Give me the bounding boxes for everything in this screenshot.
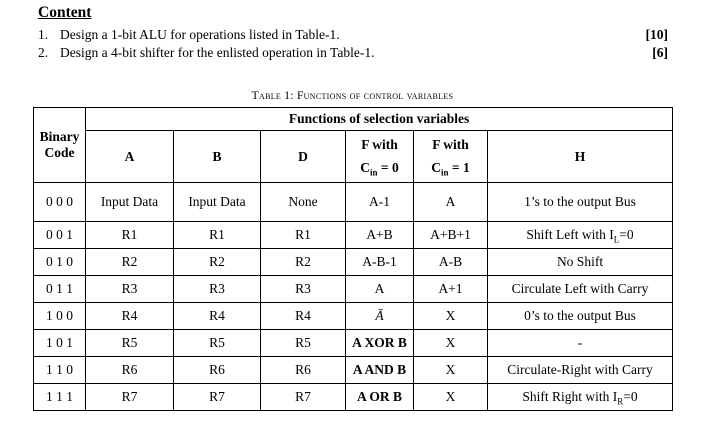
cell-binary-code: 0 1 1 bbox=[33, 275, 86, 303]
item-marks: [6] bbox=[652, 44, 668, 60]
cell-a: R2 bbox=[85, 248, 174, 276]
cell-b: R6 bbox=[173, 356, 261, 384]
corner-header-binary-code: Binary Code bbox=[33, 107, 86, 183]
cell-h: 1’s to the output Bus bbox=[486, 182, 674, 222]
cell-d: R6 bbox=[260, 356, 346, 384]
cell-f-cin1: X bbox=[413, 329, 488, 357]
cell-b: R2 bbox=[173, 248, 261, 276]
table-row: 1 1 0 R6 R6 R6 A AND B X Circulate-Right… bbox=[33, 356, 674, 384]
cell-d: R2 bbox=[260, 248, 346, 276]
cell-h: Circulate Left with Carry bbox=[486, 275, 674, 303]
cell-d: R5 bbox=[260, 329, 346, 357]
cell-f-cin0: A-B-1 bbox=[345, 248, 414, 276]
table-row: 1 0 0 R4 R4 R4 Ā X 0’s to the output Bus bbox=[33, 302, 674, 330]
cell-b: R4 bbox=[173, 302, 261, 330]
cell-b: R5 bbox=[173, 329, 261, 357]
cell-a: R4 bbox=[85, 302, 174, 330]
cell-f-cin1: X bbox=[413, 356, 488, 384]
cell-binary-code: 1 0 0 bbox=[33, 302, 86, 330]
cell-a: R5 bbox=[85, 329, 174, 357]
subscript-in: in bbox=[441, 167, 449, 178]
cell-f-cin1: X bbox=[413, 302, 488, 330]
list-item: 2. Design a 4-bit shifter for the enlist… bbox=[38, 44, 668, 62]
column-header-b: B bbox=[173, 130, 261, 183]
cell-h: Circulate-Right with Carry bbox=[486, 356, 674, 384]
subscript-r: R bbox=[617, 396, 624, 407]
cell-h: Shift Right with IR=0 bbox=[486, 383, 674, 411]
cell-h: - bbox=[486, 329, 674, 357]
table-row: 1 1 1 R7 R7 R7 A OR B X Shift Right with… bbox=[33, 383, 674, 411]
cell-binary-code: 0 0 0 bbox=[33, 182, 86, 222]
table-row: 0 1 1 R3 R3 R3 A A+1 Circulate Left with… bbox=[33, 275, 674, 303]
item-number: 1. bbox=[38, 27, 49, 42]
item-text: Design a 4-bit shifter for the enlisted … bbox=[60, 44, 375, 60]
cell-a: Input Data bbox=[85, 182, 174, 222]
column-header-f-cin1: F with Cin = 1 bbox=[413, 130, 488, 183]
list-item: 1. Design a 1-bit ALU for operations lis… bbox=[38, 26, 668, 44]
cell-b: R3 bbox=[173, 275, 261, 303]
cell-binary-code: 0 0 1 bbox=[33, 221, 86, 249]
cell-d: R1 bbox=[260, 221, 346, 249]
cell-f-cin0: A XOR B bbox=[345, 329, 414, 357]
cell-f-cin1: A-B bbox=[413, 248, 488, 276]
cell-f-cin1: A+1 bbox=[413, 275, 488, 303]
column-header-a: A bbox=[85, 130, 174, 183]
cell-binary-code: 1 1 1 bbox=[33, 383, 86, 411]
column-header-d: D bbox=[260, 130, 346, 183]
table-row: 0 0 0 Input Data Input Data None A-1 A 1… bbox=[33, 182, 674, 222]
content-heading: Content bbox=[38, 4, 92, 21]
f-with-label: F with bbox=[432, 137, 469, 152]
item-marks: [10] bbox=[645, 27, 669, 42]
cell-f-cin1: A bbox=[413, 182, 488, 222]
cell-h: 0’s to the output Bus bbox=[486, 302, 674, 330]
cell-b: R7 bbox=[173, 383, 261, 411]
cell-binary-code: 1 1 0 bbox=[33, 356, 86, 384]
table-caption: Table 1: Functions of control variables bbox=[251, 90, 454, 102]
cell-d: R3 bbox=[260, 275, 346, 303]
table-row: 0 0 1 R1 R1 R1 A+B A+B+1 Shift Left with… bbox=[33, 221, 674, 249]
cell-binary-code: 0 1 0 bbox=[33, 248, 86, 276]
column-header-f-cin0: F with Cin = 0 bbox=[345, 130, 414, 183]
cin-1-label: Cin = 1 bbox=[431, 160, 470, 178]
cell-a: R3 bbox=[85, 275, 174, 303]
cell-a: R6 bbox=[85, 356, 174, 384]
table-row: 1 0 1 R5 R5 R5 A XOR B X - bbox=[33, 329, 674, 357]
cell-d: None bbox=[260, 182, 346, 222]
cell-d: R4 bbox=[260, 302, 346, 330]
subscript-in: in bbox=[370, 167, 378, 178]
content-list: 1. Design a 1-bit ALU for operations lis… bbox=[38, 26, 668, 61]
item-number: 2. bbox=[38, 44, 49, 60]
cell-h: No Shift bbox=[486, 248, 674, 276]
cell-binary-code: 1 0 1 bbox=[33, 329, 86, 357]
functions-table: Binary Code Functions of selection varia… bbox=[33, 107, 674, 411]
cell-f-cin1: A+B+1 bbox=[413, 221, 488, 249]
cell-f-cin0: A+B bbox=[345, 221, 414, 249]
cell-f-cin0: A-1 bbox=[345, 182, 414, 222]
table-row: 0 1 0 R2 R2 R2 A-B-1 A-B No Shift bbox=[33, 248, 674, 276]
group-header: Functions of selection variables bbox=[84, 107, 674, 131]
cin-0-label: Cin = 0 bbox=[360, 160, 399, 178]
cell-d: R7 bbox=[260, 383, 346, 411]
cell-a: R7 bbox=[85, 383, 174, 411]
cell-f-cin1: X bbox=[413, 383, 488, 411]
cell-h: Shift Left with IL=0 bbox=[486, 221, 674, 249]
cell-b: R1 bbox=[173, 221, 261, 249]
subscript-l: L bbox=[613, 234, 620, 245]
cell-f-cin0: A AND B bbox=[345, 356, 414, 384]
f-with-label: F with bbox=[361, 137, 398, 152]
item-text: Design a 1-bit ALU for operations listed… bbox=[60, 27, 340, 42]
cell-f-cin0: A bbox=[345, 275, 414, 303]
column-header-h: H bbox=[486, 130, 674, 183]
cell-a: R1 bbox=[85, 221, 174, 249]
cell-f-cin0: A OR B bbox=[345, 383, 414, 411]
cell-f-cin0-a-complement: Ā bbox=[345, 302, 414, 330]
cell-b: Input Data bbox=[173, 182, 261, 222]
